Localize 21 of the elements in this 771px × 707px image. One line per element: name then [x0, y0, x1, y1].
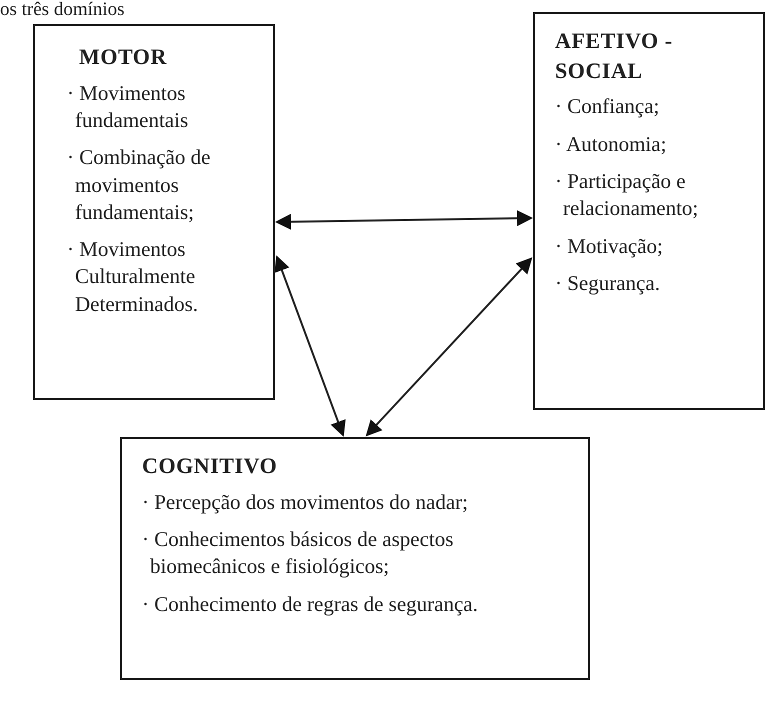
bullet-item: · Participação e relacionamento;: [555, 168, 700, 222]
domain-box: [120, 437, 590, 680]
bullet-item: · Confiança;: [555, 93, 660, 120]
heading-text: os três domínios: [0, 0, 125, 19]
box-heading: MOTOR: [78, 43, 168, 71]
double-arrow: [274, 255, 346, 437]
box-heading: COGNITIVO: [142, 452, 278, 480]
bullet-item: · Movimentos fundamentais: [67, 80, 190, 134]
bullet-item: · Autonomia;: [555, 130, 668, 158]
bullet-item: · Conhecimento de regras de segurança.: [142, 590, 479, 618]
domain-box: [33, 24, 275, 400]
bullet-item: · Percepção dos movimentos do nadar;: [142, 488, 469, 516]
double-arrow: [275, 210, 533, 230]
box-heading: AFETIVO - SOCIAL: [555, 27, 674, 85]
double-arrow: [366, 257, 532, 436]
bullet-item: · Conhecimentos básicos de aspectos biomecânicos e fisiológicos;: [142, 526, 454, 580]
bullet-item: · Combinação de movimentos fundamentais;: [67, 144, 212, 226]
bullet-item: · Segurança.: [555, 270, 661, 297]
bullet-item: · Motivação;: [555, 232, 664, 260]
bullet-item: · Movimentos Culturalmente Determinados.: [67, 236, 200, 318]
domain-box: [533, 12, 765, 410]
